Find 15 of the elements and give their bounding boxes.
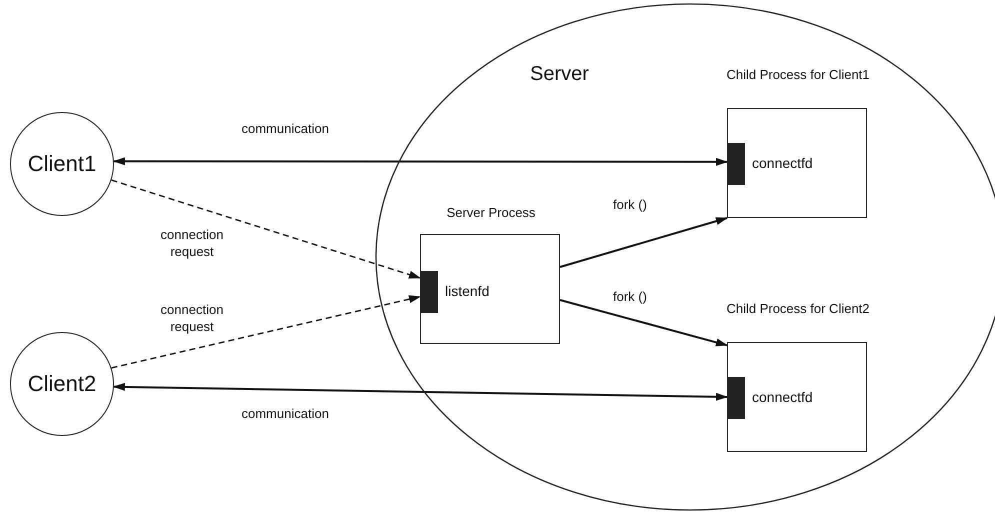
arrow: [112, 157, 728, 166]
descriptor-label: connectfd: [752, 389, 813, 405]
client-circle: Client1: [10, 112, 114, 216]
arrow: [112, 382, 728, 401]
dashed-arrow: [111, 179, 421, 279]
arrow: [560, 299, 728, 346]
dashed-arrow: [111, 295, 421, 369]
arrow: [560, 217, 728, 268]
process-heading: Child Process for Client1: [725, 67, 871, 83]
client-circle: Client2: [10, 332, 114, 436]
descriptor-label: listenfd: [445, 283, 490, 299]
descriptor-label: connectfd: [752, 155, 813, 171]
process-heading: Child Process for Client2: [725, 301, 871, 317]
server-label: Server: [530, 63, 589, 86]
process-heading: Server Process: [446, 205, 536, 221]
